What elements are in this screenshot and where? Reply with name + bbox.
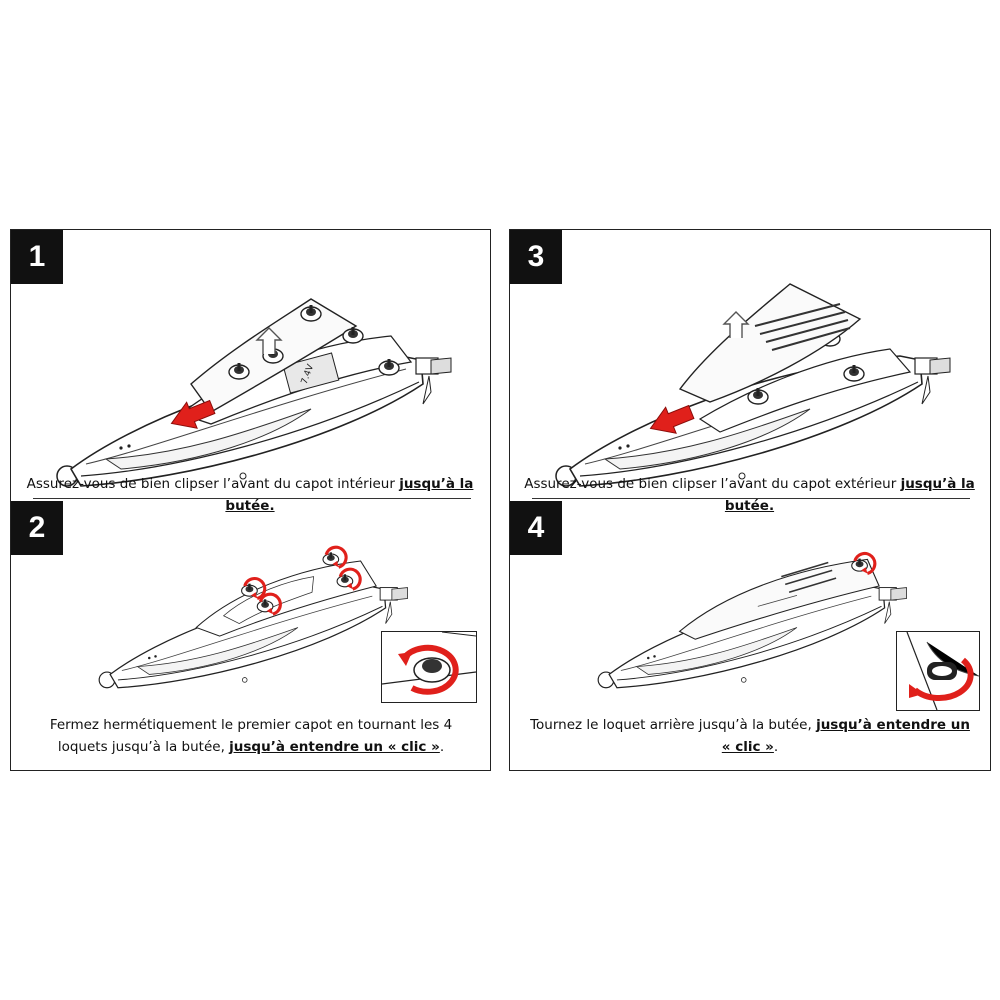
step-3-caption: Assurez-vous de bien clipser l’avant du … xyxy=(510,473,989,517)
divider xyxy=(532,498,970,499)
step-1-badge: 1 xyxy=(11,230,63,284)
step-3-illustration xyxy=(555,283,951,487)
step-1-caption-emphasis: jusqu’à la butée. xyxy=(225,476,474,514)
step-1-caption: Assurez-vous de bien clipser l’avant du … xyxy=(11,473,489,517)
step-4-illustration xyxy=(597,551,908,689)
step-1-illustration: 7.4V xyxy=(56,298,452,487)
step-4-detail-inset xyxy=(896,631,980,711)
divider xyxy=(33,498,471,499)
step-4-caption-text: Tournez le loquet arrière jusqu’à la but… xyxy=(530,717,817,733)
step-4-badge: 4 xyxy=(510,501,562,555)
step-2-caption-text: Fermez hermétiquement le premier capot e… xyxy=(49,717,453,755)
step-2-illustration xyxy=(98,545,409,689)
step-2-caption-emphasis: jusqu’à entendre un « clic » xyxy=(229,739,440,755)
step-4-caption: Tournez le loquet arrière jusqu’à la but… xyxy=(524,714,976,758)
step-2-caption-tail: . xyxy=(439,739,445,755)
step-2-caption: Fermez hermétiquement le premier capot e… xyxy=(31,714,471,758)
step-1-caption-text: Assurez-vous de bien clipser l’avant du … xyxy=(26,476,400,492)
step-2-detail-inset xyxy=(381,631,477,703)
instruction-panel-left: 1 7.4V Assurez-vous de bien clipser l’av… xyxy=(10,229,491,771)
step-4-caption-tail: . xyxy=(773,739,779,755)
instruction-panel-right: 3 Assurez-vous de bien clipser l’avant d… xyxy=(509,229,991,771)
step-3-caption-emphasis: jusqu’à la butée. xyxy=(724,476,975,514)
step-2-badge: 2 xyxy=(11,501,63,555)
step-3-badge: 3 xyxy=(510,230,562,284)
step-3-caption-text: Assurez-vous de bien clipser l’avant du … xyxy=(524,476,901,492)
step-4-caption-emphasis: jusqu’à entendre un « clic » xyxy=(721,717,970,755)
